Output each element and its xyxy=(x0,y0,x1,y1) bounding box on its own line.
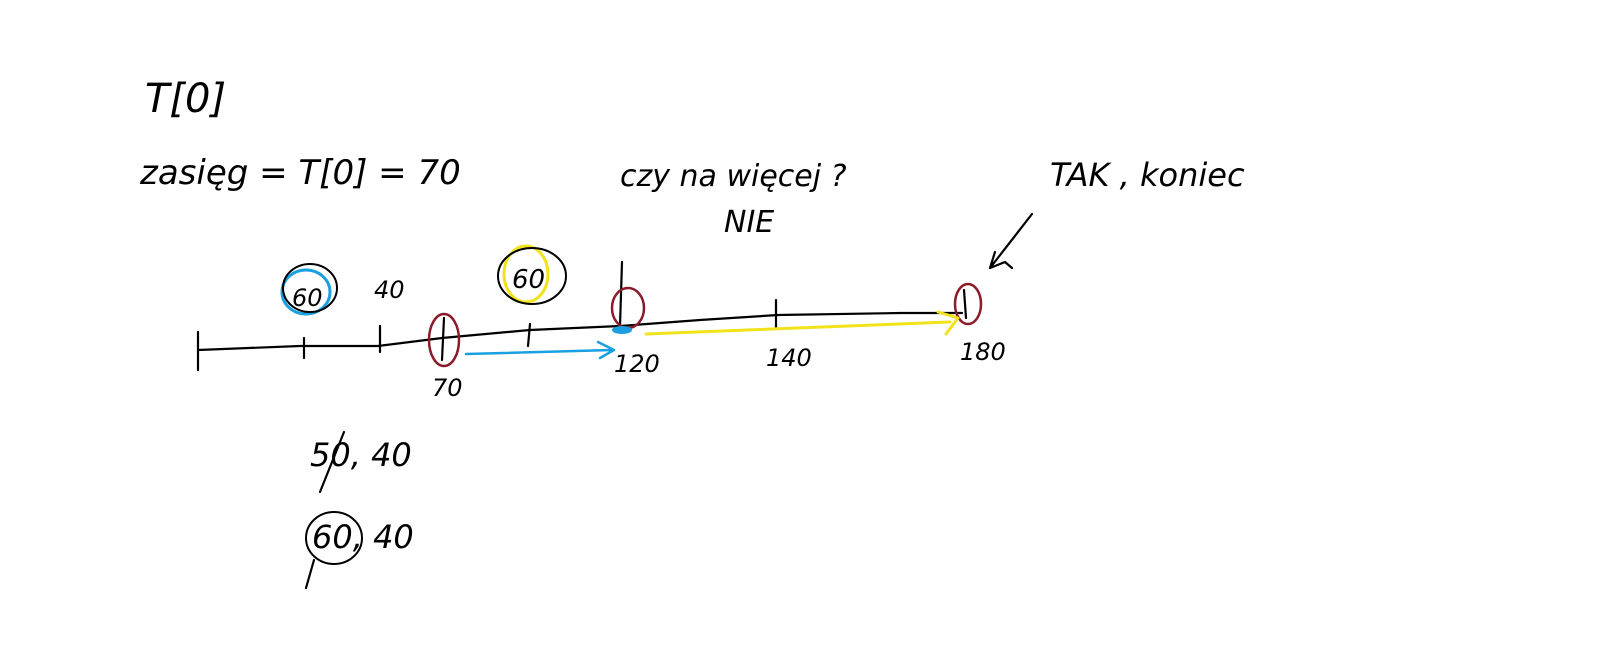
axis-tick-120 xyxy=(618,260,624,328)
pair-second-tail xyxy=(304,558,316,590)
jump-arrow-blue xyxy=(464,340,616,360)
axis-label-70: 70 xyxy=(432,374,463,402)
pair-second-circle xyxy=(305,511,363,565)
blue-marker-dot xyxy=(612,326,632,334)
axis-tick-180 xyxy=(962,288,968,320)
answer-text: NIE xyxy=(724,205,774,240)
axis-label-140: 140 xyxy=(766,344,812,372)
jump-arrow-yellow xyxy=(644,310,960,336)
title-text: T[0] xyxy=(145,76,226,122)
highlight-circle-blue xyxy=(280,268,332,316)
highlight-circle-yellow xyxy=(502,244,550,304)
jump-circle-180 xyxy=(953,282,983,326)
question-text: czy na więcej ? xyxy=(620,159,847,194)
pair-first-text: 50, 40 xyxy=(310,436,412,474)
range-equation-text: zasięg = T[0] = 70 xyxy=(139,153,461,193)
strike-mark xyxy=(318,430,346,494)
axis-line xyxy=(196,311,964,352)
axis-tick-70 xyxy=(440,316,446,362)
axis-label-180: 180 xyxy=(960,338,1006,366)
done-text: TAK , koniec xyxy=(1050,156,1245,194)
jump-circle-120 xyxy=(610,286,646,330)
outline-circle-black xyxy=(497,247,567,305)
outline-circle-black xyxy=(282,263,338,313)
axis-above-label-40: 40 xyxy=(374,276,405,304)
axis-tick xyxy=(526,322,532,348)
jump-circle-70 xyxy=(427,312,461,368)
axis-label-120: 120 xyxy=(614,350,660,378)
axis-above-label-60-yellow: 60 xyxy=(512,265,545,295)
axis-above-label-60-blue: 60 xyxy=(292,284,323,312)
pointer-arrow xyxy=(988,212,1034,270)
